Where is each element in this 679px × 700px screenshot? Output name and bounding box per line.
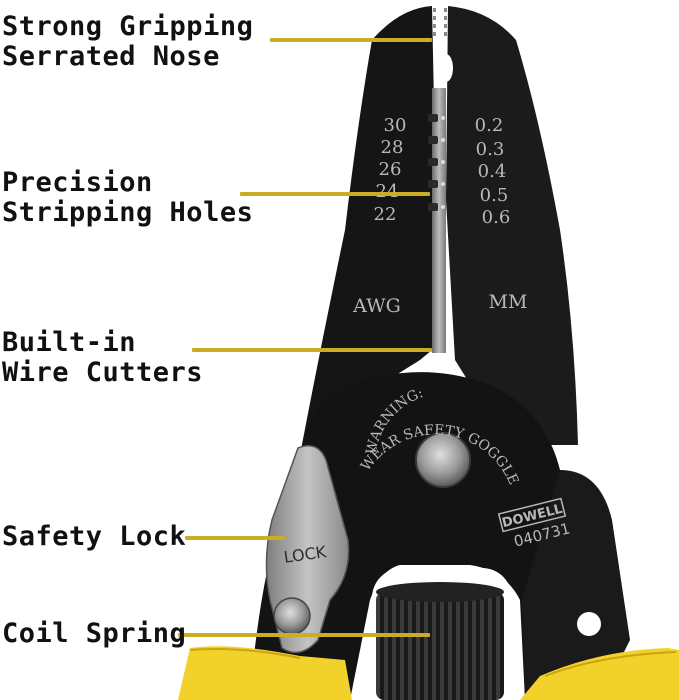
awg-size-2: 26 [379,159,402,180]
left-jaw [300,6,438,455]
nose-callout-line2: Serrated Nose [2,41,220,72]
lock-rivet [273,597,311,635]
cutters-leader-line [192,348,432,352]
nose-callout-line1: Strong Gripping [2,11,254,42]
spring-leader-line [178,633,430,637]
lock-callout: Safety Lock [2,522,186,552]
nose-crimp-hole [439,54,453,82]
holes-callout-line2: Stripping Holes [2,197,254,228]
awg-size-0: 30 [384,115,407,136]
mm-size-4: 0.6 [482,207,511,228]
handle-hole [577,612,601,636]
awg-label: AWG [352,295,401,317]
right-handle-body [522,470,630,700]
left-yellow-handle [178,646,352,700]
blade-highlights [441,116,445,209]
holes-callout: Precision Stripping Holes [2,168,253,228]
stripping-blade [432,88,446,353]
awg-size-3: 24 [376,181,399,202]
pivot-body [250,372,611,700]
right-jaw [446,6,578,445]
spring-callout: Coil Spring [2,619,186,649]
lock-callout-line1: Safety Lock [2,521,187,552]
holes-leader-line [240,192,430,196]
serrated-nose [433,8,447,36]
awg-size-4: 22 [374,204,397,225]
awg-size-1: 28 [381,137,404,158]
nose-callout: Strong Gripping Serrated Nose [2,12,253,72]
cutters-callout-line1: Built-in [2,327,137,358]
holes-callout-line1: Precision [2,167,153,198]
stripping-holes [428,114,438,211]
mm-size-1: 0.3 [476,139,505,160]
right-yellow-handle [520,648,679,700]
lock-leader-line [185,536,285,540]
pivot-rivet [415,432,471,488]
mm-size-3: 0.5 [480,185,509,206]
spring-callout-line1: Coil Spring [2,618,187,649]
coil-spring [376,592,504,700]
cutters-callout: Built-in Wire Cutters [2,328,203,388]
brand-badge [497,497,567,533]
mm-label: MM [489,291,528,313]
mm-size-2: 0.4 [478,161,507,182]
cutters-callout-line2: Wire Cutters [2,357,204,388]
nose-leader-line [270,38,432,42]
mm-size-0: 0.2 [475,115,504,136]
